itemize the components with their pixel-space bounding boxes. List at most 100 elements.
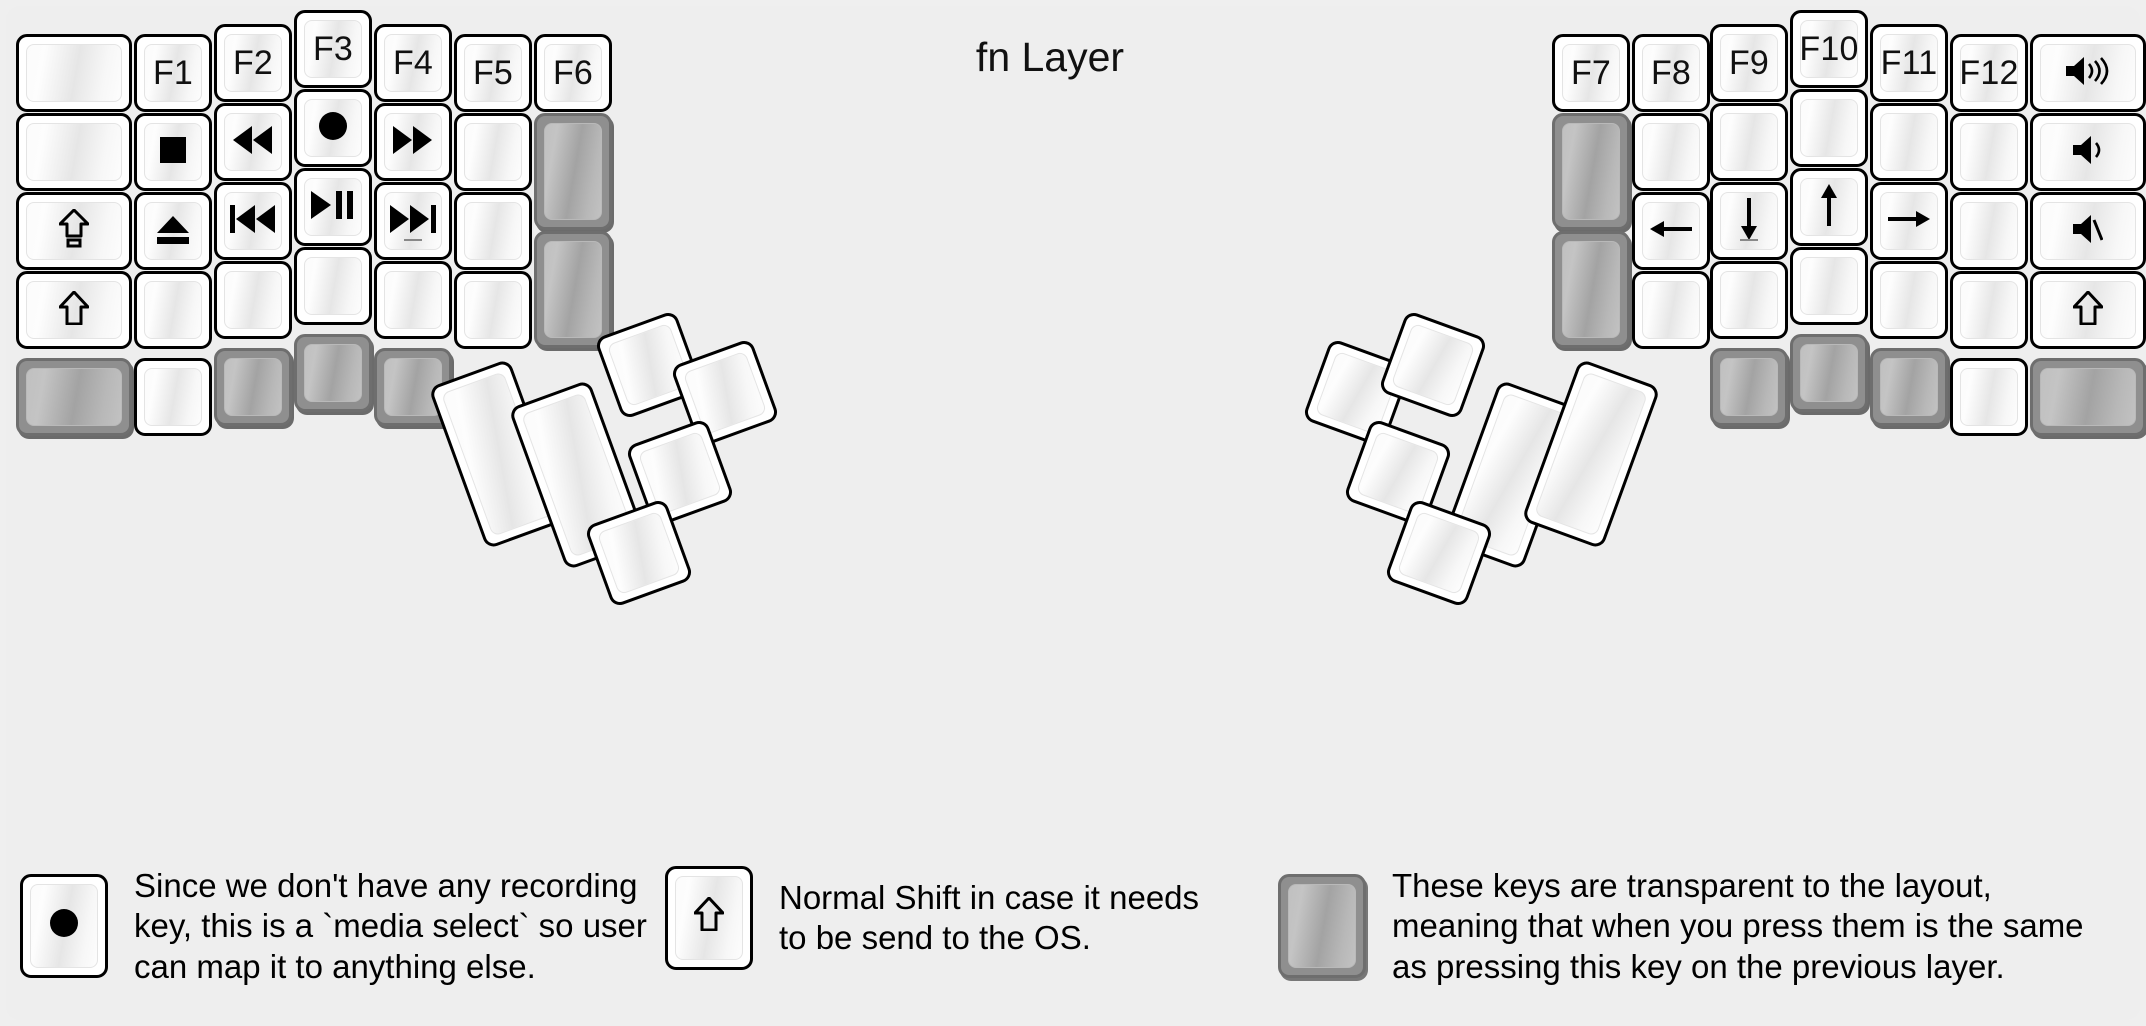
keycap-face (1800, 178, 1858, 236)
key-f4[interactable]: F4 (374, 24, 452, 102)
keycap-face (26, 281, 122, 339)
keycap-face (1390, 322, 1476, 408)
key-blank[interactable] (374, 261, 452, 339)
key-arrow-down[interactable] (1710, 182, 1788, 260)
keycap-face (224, 34, 282, 92)
key-transparent[interactable] (1790, 334, 1868, 412)
key-blank[interactable] (1710, 103, 1788, 181)
key-transparent[interactable] (534, 113, 612, 230)
keycap-face (464, 44, 522, 102)
keycap-face (384, 113, 442, 171)
key-blank[interactable] (1632, 113, 1710, 191)
legend-record-swatch (20, 874, 108, 979)
key-shift[interactable] (2030, 271, 2146, 349)
key-blank[interactable] (294, 247, 372, 325)
key-media-eject[interactable] (134, 192, 212, 270)
key-blank[interactable] (134, 271, 212, 349)
key-f5[interactable]: F5 (454, 34, 532, 112)
keycap-face (1960, 44, 2018, 102)
keycap-face (304, 344, 362, 402)
key-blank[interactable] (1950, 358, 2028, 436)
key-transparent[interactable] (1552, 231, 1630, 348)
keycap-face (1960, 368, 2018, 426)
key-f11[interactable]: F11 (1870, 24, 1948, 102)
key-f1[interactable]: F1 (134, 34, 212, 112)
keycap-face (144, 202, 202, 260)
keycap-face (1562, 241, 1620, 338)
key-f3[interactable]: F3 (294, 10, 372, 88)
key-media-stop[interactable] (134, 113, 212, 191)
key-media-next[interactable] (374, 182, 452, 260)
key-blank[interactable] (1790, 247, 1868, 325)
keycap-face (1880, 358, 1938, 416)
legend-transparent-text: These keys are transparent to the layout… (1392, 867, 2084, 985)
key-f9[interactable]: F9 (1710, 24, 1788, 102)
key-media-play-pause[interactable] (294, 168, 372, 246)
keycap-face (1880, 192, 1938, 250)
key-blank[interactable] (1950, 271, 2028, 349)
key-blank[interactable] (1870, 261, 1948, 339)
key-blank[interactable] (134, 358, 212, 436)
homing-bar (404, 239, 422, 241)
key-shift[interactable] (16, 271, 132, 349)
keycap-face (596, 510, 682, 596)
page-title: fn Layer (975, 34, 1125, 80)
key-media-rewind[interactable] (214, 103, 292, 181)
key-f2[interactable]: F2 (214, 24, 292, 102)
key-media-fast-forward[interactable] (374, 103, 452, 181)
key-blank[interactable] (1710, 261, 1788, 339)
keycap-face (224, 271, 282, 329)
keycap-face (1533, 371, 1649, 537)
key-blank[interactable] (1950, 192, 2028, 270)
keycap-face (26, 202, 122, 260)
keycap-face (1642, 123, 1700, 181)
key-f10[interactable]: F10 (1790, 10, 1868, 88)
key-volume-mute[interactable] (2030, 192, 2146, 270)
key-blank[interactable] (454, 192, 532, 270)
key-transparent[interactable] (16, 358, 132, 436)
keycap-face (2040, 368, 2136, 426)
key-blank[interactable] (16, 34, 132, 112)
legend-shift: Normal Shift in case it needs to be send… (665, 866, 1199, 970)
key-shift-lock[interactable] (16, 192, 132, 270)
keycap-face (1396, 510, 1482, 596)
key-transparent[interactable] (294, 334, 372, 412)
keycap-face (26, 123, 122, 181)
keycap-face (384, 192, 442, 250)
key-transparent[interactable] (1870, 348, 1948, 426)
key-arrow-up[interactable] (1790, 168, 1868, 246)
key-media-record[interactable] (294, 89, 372, 167)
key-f7[interactable]: F7 (1552, 34, 1630, 112)
key-blank[interactable] (16, 113, 132, 191)
key-blank[interactable] (454, 113, 532, 191)
key-transparent[interactable] (214, 348, 292, 426)
keycap-face (1800, 344, 1858, 402)
key-transparent[interactable] (1710, 348, 1788, 426)
key-blank[interactable] (1950, 113, 2028, 191)
legend-transparent: These keys are transparent to the layout… (1278, 866, 2084, 987)
key-transparent[interactable] (534, 231, 612, 348)
key-blank[interactable] (454, 271, 532, 349)
keycap-face (1720, 192, 1778, 250)
key-media-previous[interactable] (214, 182, 292, 260)
key-arrow-left[interactable] (1632, 192, 1710, 270)
key-transparent[interactable] (1552, 113, 1630, 230)
homing-bar (1740, 239, 1758, 241)
key-f6[interactable]: F6 (534, 34, 612, 112)
keycap-face (1960, 123, 2018, 181)
key-arrow-right[interactable] (1870, 182, 1948, 260)
legend-record-text: Since we don't have any recording key, t… (134, 867, 647, 985)
key-blank[interactable] (214, 261, 292, 339)
key-volume-down[interactable] (2030, 113, 2146, 191)
media-record-icon (50, 908, 78, 945)
key-f8[interactable]: F8 (1632, 34, 1710, 112)
key-f12[interactable]: F12 (1950, 34, 2028, 112)
key-blank[interactable] (1632, 271, 1710, 349)
key-blank[interactable] (1790, 89, 1868, 167)
keycap-face (544, 123, 602, 220)
key-blank[interactable] (1870, 103, 1948, 181)
key-transparent[interactable] (2030, 358, 2146, 436)
key-volume-up[interactable] (2030, 34, 2146, 112)
shift-icon (693, 896, 725, 939)
